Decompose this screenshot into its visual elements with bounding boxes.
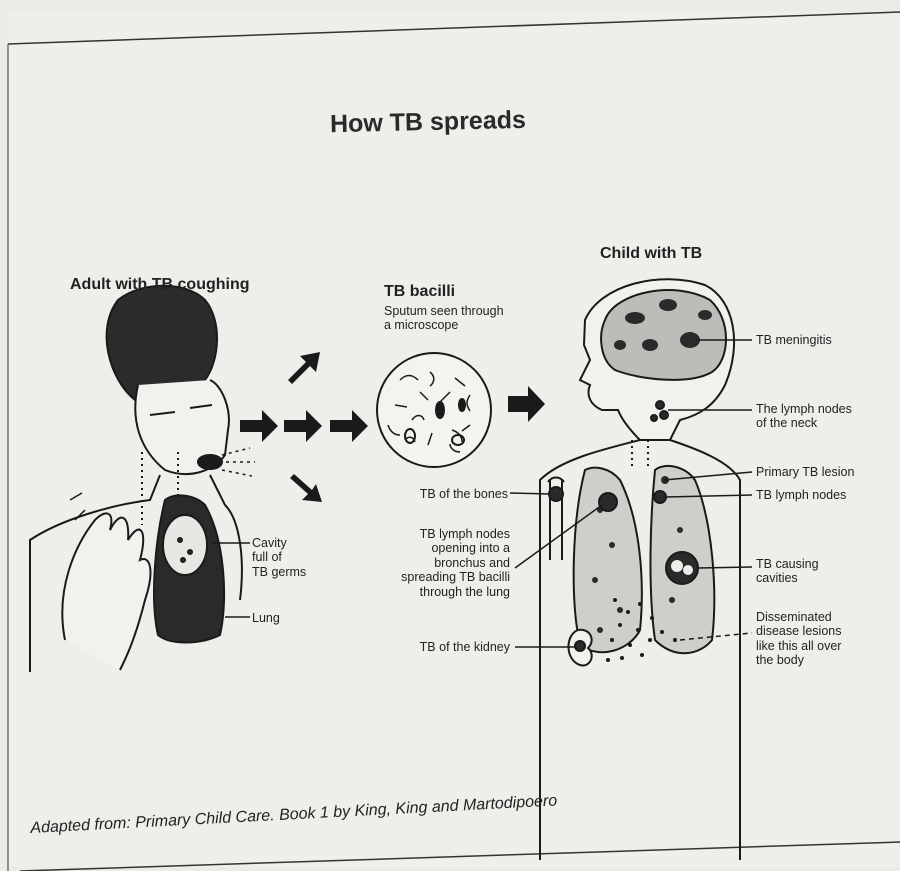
label-primary-lesion: Primary TB lesion xyxy=(756,465,854,479)
adult-mouth xyxy=(198,455,222,469)
label-causing-cavities: TB causing cavities xyxy=(756,557,819,586)
adult-hand xyxy=(62,513,150,670)
microscope-view xyxy=(377,353,491,467)
bacilli-heading: TB bacilli xyxy=(384,283,455,301)
frame-bottom-edge xyxy=(20,842,900,871)
label-bones: TB of the bones xyxy=(390,487,508,501)
frame-top-edge xyxy=(8,12,900,44)
adult-cavity xyxy=(163,515,207,575)
label-disseminated: Disseminated disease lesions like this a… xyxy=(756,610,841,668)
label-kidney: TB of the kidney xyxy=(380,640,510,654)
adult-figure xyxy=(30,286,255,672)
arrow-to-child xyxy=(508,386,545,422)
meningitis-lesion xyxy=(680,332,700,348)
bronchus-node xyxy=(599,493,617,511)
bacilli-subheading: Sputum seen through a microscope xyxy=(384,304,504,333)
cough-spray xyxy=(222,448,255,476)
neck-node-1 xyxy=(656,401,664,409)
page-title: How TB spreads xyxy=(330,106,526,139)
child-figure xyxy=(540,279,740,860)
arrow-3 xyxy=(330,410,368,442)
arrow-2 xyxy=(284,410,322,442)
label-meningitis: TB meningitis xyxy=(756,333,832,347)
label-lymph-bronchus: TB lymph nodes opening into a bronchus a… xyxy=(380,527,510,599)
label-cavity: Cavity full of TB germs xyxy=(252,536,306,579)
label-lymph-nodes: TB lymph nodes xyxy=(756,488,846,502)
label-lymph-neck: The lymph nodes of the neck xyxy=(756,402,852,431)
arrow-up xyxy=(288,352,320,384)
arrow-down xyxy=(290,474,322,502)
neck-node-2 xyxy=(660,411,668,419)
adult-heading: Adult with TB coughing xyxy=(70,276,250,294)
arrow-1 xyxy=(240,410,278,442)
bone-lesion xyxy=(549,487,563,501)
lymph-node-lesion xyxy=(654,491,666,503)
label-lung: Lung xyxy=(252,611,280,625)
child-heading: Child with TB xyxy=(600,245,702,263)
